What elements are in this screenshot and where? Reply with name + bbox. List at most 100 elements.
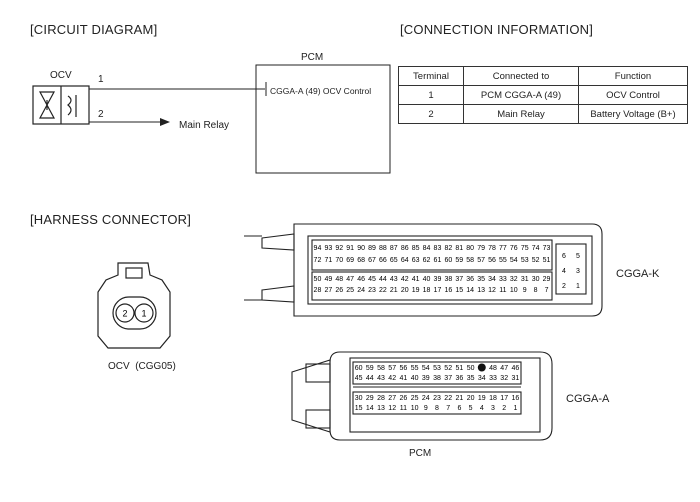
pin-number: 89 xyxy=(368,245,376,252)
pin-number: 3 xyxy=(576,268,580,275)
pin-number: 34 xyxy=(478,375,486,382)
pin-number: 46 xyxy=(512,365,520,372)
pin-number: 68 xyxy=(357,257,365,264)
pin-number: 65 xyxy=(390,257,398,264)
table-cell: Battery Voltage (B+) xyxy=(578,104,688,124)
pin-number: 62 xyxy=(423,257,431,264)
pin-number: 58 xyxy=(466,257,474,264)
cgga-k-latch-bottom xyxy=(261,285,295,303)
ocv-symbol xyxy=(32,85,90,125)
ocv-connector-label: OCV (CGG05) xyxy=(108,361,176,372)
pin-number: 29 xyxy=(366,395,374,402)
pin-number: 30 xyxy=(355,395,363,402)
pin-number: 30 xyxy=(532,276,540,283)
cgga-k-connector xyxy=(244,223,603,317)
pin-number: 72 xyxy=(314,257,322,264)
cgga-a-pin-block-lower xyxy=(352,391,522,415)
cgga-a-label: CGGA-A xyxy=(566,393,610,405)
pin-number: 20 xyxy=(467,395,475,402)
pin-number: 42 xyxy=(401,276,409,283)
cgga-a-pin-block-upper xyxy=(352,361,522,385)
pin-number: 76 xyxy=(510,245,518,252)
pin-number: 16 xyxy=(512,395,520,402)
pin-number: 47 xyxy=(500,365,508,372)
pin-number: 52 xyxy=(532,257,540,264)
pin-number: 51 xyxy=(456,365,464,372)
pin-number: 64 xyxy=(401,257,409,264)
pin-number: 7 xyxy=(446,405,450,412)
pin-number: 1 xyxy=(576,283,580,290)
cgga-k-latch-top xyxy=(261,233,295,251)
pin-number: 11 xyxy=(400,405,407,412)
pin-number: 17 xyxy=(434,287,442,294)
pin-number: 63 xyxy=(412,257,420,264)
pin-number: 48 xyxy=(335,276,343,283)
pin-number: 77 xyxy=(499,245,507,252)
pin-number: 23 xyxy=(433,395,441,402)
pin-number: 20 xyxy=(401,287,409,294)
cgga-a-latch-top xyxy=(305,363,331,383)
cgga-k-label: CGGA-K xyxy=(616,268,660,280)
pin-number: 22 xyxy=(379,287,387,294)
cgga-a-latch-bottom xyxy=(305,409,331,429)
pin-number: 39 xyxy=(422,375,430,382)
pin-number: 28 xyxy=(314,287,322,294)
pin-2-label: 2 xyxy=(98,109,104,120)
pin-number: 42 xyxy=(388,375,396,382)
pin-number: 66 xyxy=(379,257,387,264)
pin-number: 71 xyxy=(324,257,332,264)
pin-number: 57 xyxy=(477,257,485,264)
pin-number: 43 xyxy=(390,276,398,283)
pin-number: 2 xyxy=(562,283,566,290)
pin-number: 12 xyxy=(388,405,396,412)
pin-number: 22 xyxy=(444,395,452,402)
pin-number: 16 xyxy=(444,287,452,294)
pin-number: 61 xyxy=(434,257,442,264)
pin-number: 4 xyxy=(480,405,484,412)
pin-number: 73 xyxy=(543,245,551,252)
pcm-pin-label: CGGA-A (49) OCV Control xyxy=(270,86,372,96)
pin-number: 40 xyxy=(423,276,431,283)
pin-number: 32 xyxy=(500,375,508,382)
pin-number: 1 xyxy=(513,405,517,412)
pin-number: 18 xyxy=(423,287,431,294)
pin-number: 48 xyxy=(489,365,497,372)
pin-number: 5 xyxy=(469,405,473,412)
pin-number: 19 xyxy=(478,395,486,402)
pin-number: 3 xyxy=(491,405,495,412)
pin-number: 10 xyxy=(510,287,518,294)
pin-number: 88 xyxy=(379,245,387,252)
pin-number: 50 xyxy=(467,365,475,372)
pin-number: 40 xyxy=(411,375,419,382)
cgga-a-latch xyxy=(291,359,331,433)
pin-number: 6 xyxy=(457,405,461,412)
pin-number: 78 xyxy=(488,245,496,252)
pin-number: 7 xyxy=(545,287,549,294)
pin-number: 55 xyxy=(499,257,507,264)
pin-number: 5 xyxy=(576,253,580,260)
pin-number: 38 xyxy=(444,276,452,283)
ocv-pin-1-number: 1 xyxy=(141,309,146,319)
ocv-pin-2-number: 2 xyxy=(122,309,127,319)
pin-number: 52 xyxy=(444,365,452,372)
pin-number: 23 xyxy=(368,287,376,294)
pin-number: 37 xyxy=(444,375,452,382)
pin-number: 80 xyxy=(466,245,474,252)
pin-number: 27 xyxy=(388,395,396,402)
cgga-k-housing xyxy=(293,223,603,317)
pin-number: 39 xyxy=(434,276,442,283)
pin-number: 8 xyxy=(435,405,439,412)
pin-number: 43 xyxy=(377,375,385,382)
cgga-k-face xyxy=(307,235,593,305)
pin-number: 17 xyxy=(500,395,508,402)
pin-number: 83 xyxy=(434,245,442,252)
arrow-right-icon xyxy=(160,118,170,126)
pin-number: 8 xyxy=(534,287,538,294)
pin-number: 81 xyxy=(455,245,463,252)
connection-table: Terminal Connected to Function 1 PCM CGG… xyxy=(398,66,688,124)
pin-number: 13 xyxy=(377,405,385,412)
pin-number: 67 xyxy=(368,257,376,264)
pin-number: 92 xyxy=(335,245,343,252)
pin-number: 10 xyxy=(411,405,419,412)
pin-number: 33 xyxy=(489,375,497,382)
